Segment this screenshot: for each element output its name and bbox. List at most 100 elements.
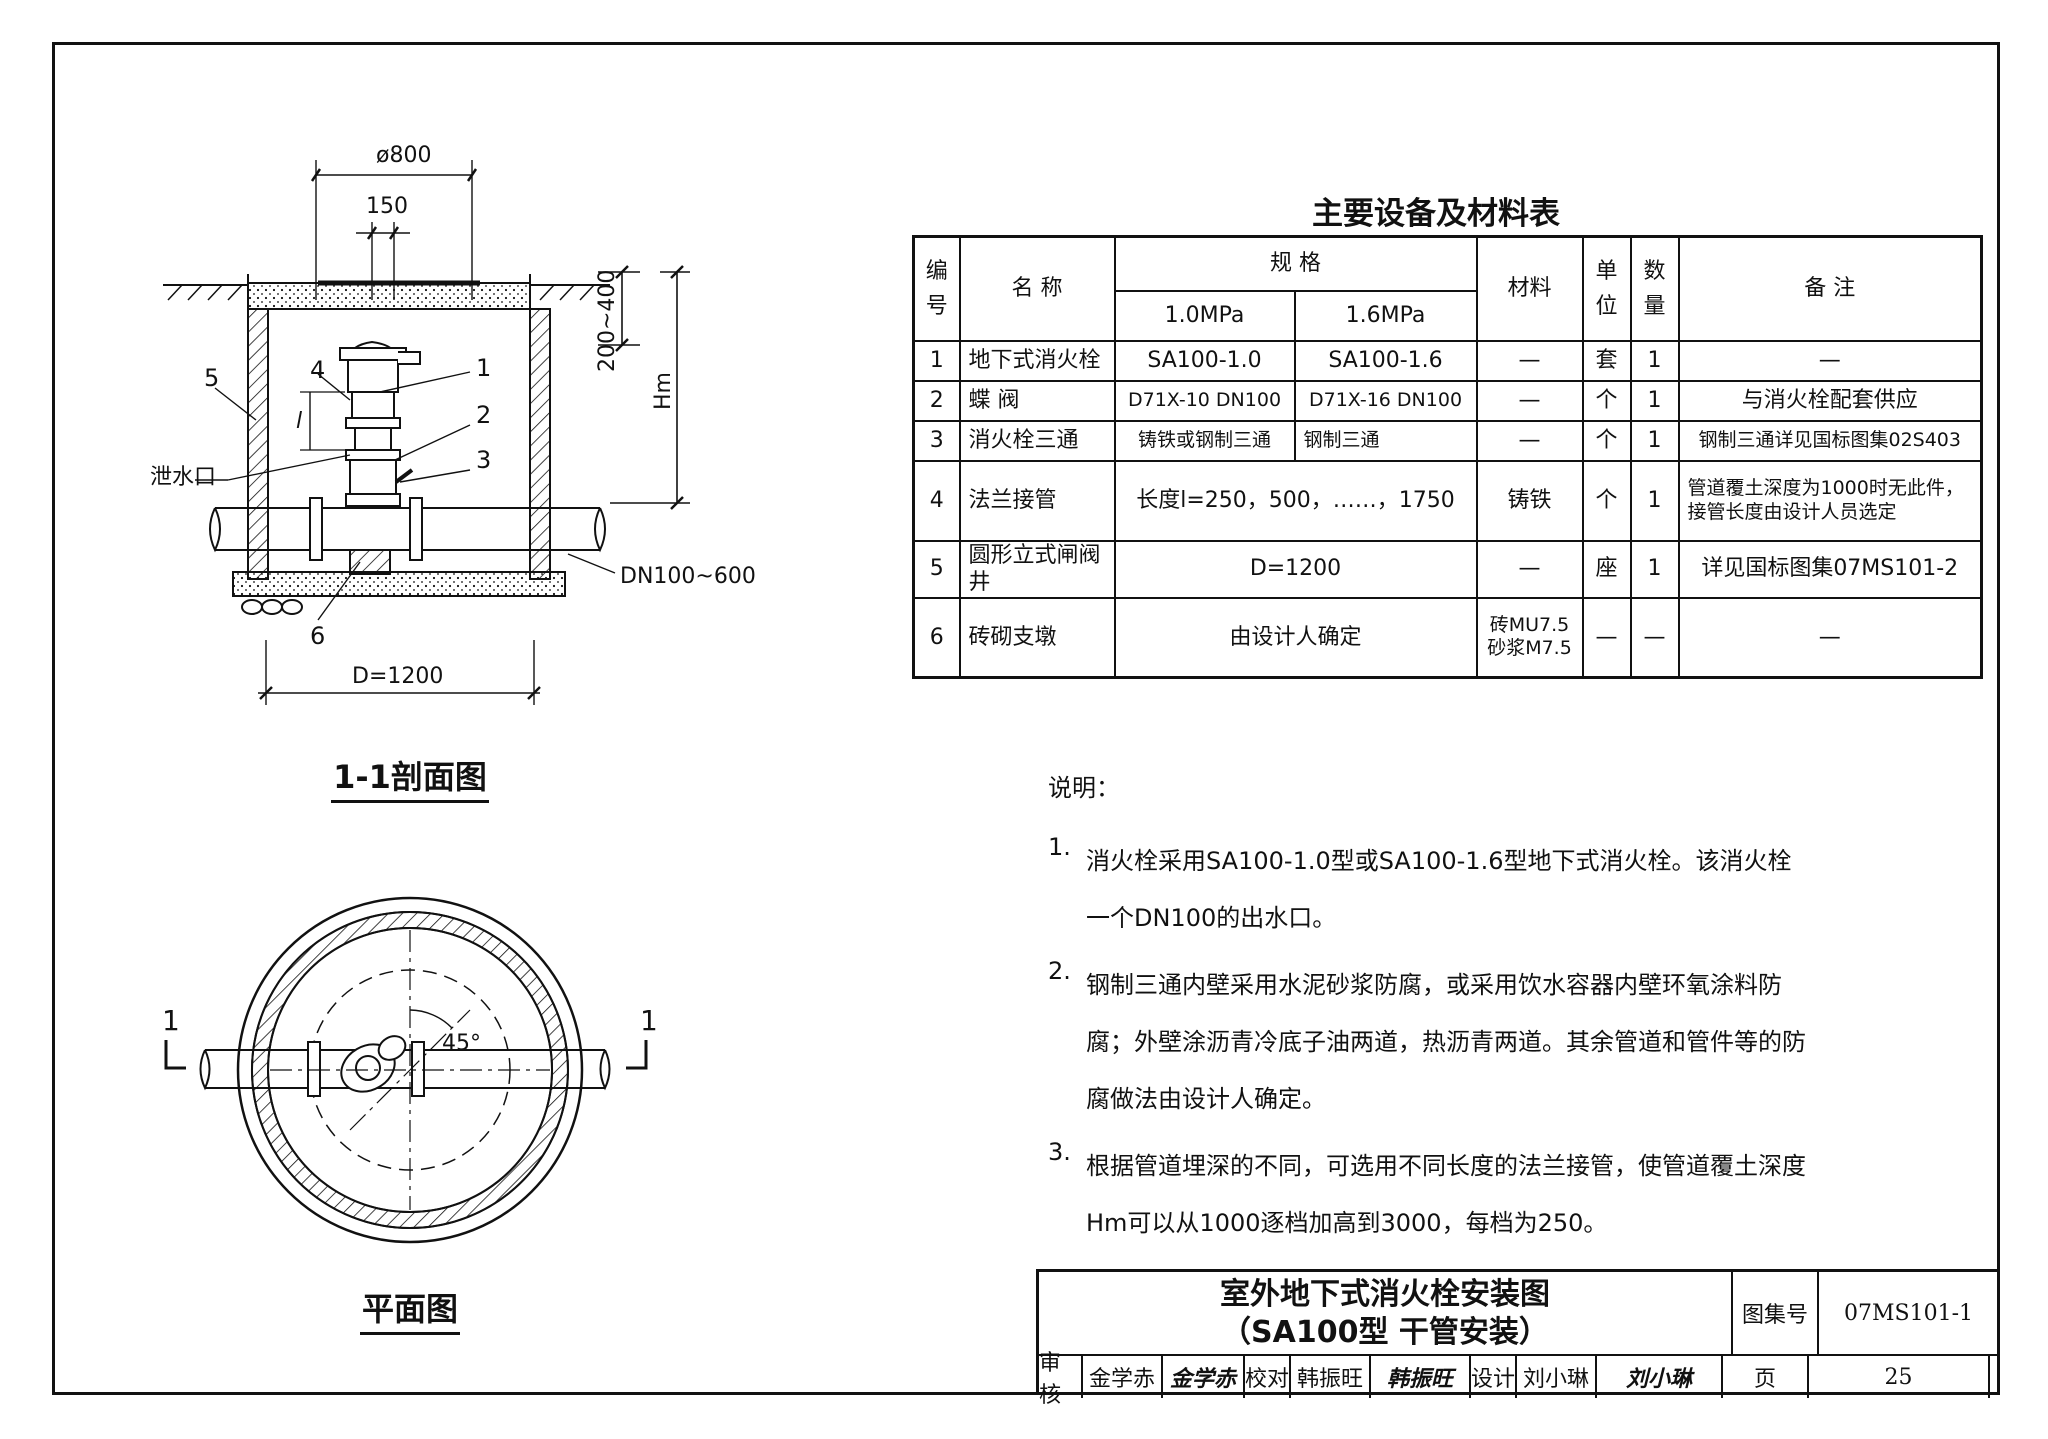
cell-material: 砖MU7.5 砂浆M7.5 xyxy=(1475,596,1584,679)
cell-remark: — xyxy=(1677,339,1983,382)
header-remark: 备 注 xyxy=(1677,235,1983,342)
cell-spec: 长度l=250，500，……，1750 xyxy=(1113,459,1478,542)
cell-unit: — xyxy=(1581,596,1632,679)
cell-qty: 1 xyxy=(1629,459,1680,542)
dim-offset: 150 xyxy=(366,194,408,219)
cell-unit: 套 xyxy=(1581,339,1632,382)
notes-heading: 说明： xyxy=(1048,774,1120,802)
review-label: 审核 xyxy=(1039,1351,1083,1408)
cell-name: 蝶 阀 xyxy=(958,379,1116,422)
angle-label: 45° xyxy=(442,1031,481,1056)
callout-3: 3 xyxy=(476,446,491,474)
cell-spec2: 钢制三通 xyxy=(1293,419,1478,462)
cell-qty: 1 xyxy=(1629,339,1680,382)
cell-no: 5 xyxy=(912,539,961,599)
cell-qty: — xyxy=(1629,596,1680,679)
header-name: 名 称 xyxy=(958,235,1116,342)
cell-spec1: D71X-10 DN100 xyxy=(1113,379,1296,422)
dim-pipe: DN100~600 xyxy=(620,564,756,589)
page-number: 25 xyxy=(1809,1356,1990,1398)
table-row: 6 砖砌支墩 由设计人确定 砖MU7.5 砂浆M7.5 — — — xyxy=(912,596,1983,679)
dim-diameter: D=1200 xyxy=(352,664,443,689)
header-unit: 单位 xyxy=(1581,235,1632,342)
note-number: 3. xyxy=(1048,1138,1071,1166)
atlas-label: 图集号 xyxy=(1733,1272,1819,1356)
cell-unit: 个 xyxy=(1581,419,1632,462)
drain-label: 泄水口 xyxy=(150,465,216,490)
note-item: 2. 钢制三通内壁采用水泥砂浆防腐，或采用饮水容器内壁环氧涂料防腐；外壁涂沥青冷… xyxy=(1048,957,1808,1128)
callout-1: 1 xyxy=(476,354,491,382)
note-text: 根据管道埋深的不同，可选用不同长度的法兰接管，使管道覆土深度Hm可以从1000逐… xyxy=(1086,1152,1806,1237)
plan-view xyxy=(164,896,648,1244)
cell-qty: 1 xyxy=(1629,379,1680,422)
cell-spec2: SA100-1.6 xyxy=(1293,339,1478,382)
cell-remark: — xyxy=(1677,596,1983,679)
cell-name: 砖砌支墩 xyxy=(958,596,1116,679)
cell-spec1: SA100-1.0 xyxy=(1113,339,1296,382)
table-row: 3 消火栓三通 铸铁或钢制三通 钢制三通 — 个 1 钢制三通详见国标图集02S… xyxy=(912,419,1983,462)
designer-name: 刘小琳 xyxy=(1517,1356,1597,1398)
atlas-number: 07MS101-1 xyxy=(1819,1272,2000,1356)
cell-spec: 由设计人确定 xyxy=(1113,596,1478,679)
header-material: 材料 xyxy=(1475,235,1584,342)
cell-remark: 管道覆土深度为1000时无此件，接管长度由设计人员选定 xyxy=(1677,459,1983,542)
callout-2: 2 xyxy=(476,401,491,429)
dim-outer-diameter: ø800 xyxy=(376,143,431,168)
reviewer-name: 金学赤 xyxy=(1083,1356,1163,1398)
cell-no: 2 xyxy=(912,379,961,422)
note-number: 2. xyxy=(1048,957,1071,985)
note-item: 1. 消火栓采用SA100-1.0型或SA100-1.6型地下式消火栓。该消火栓… xyxy=(1048,833,1808,947)
checker-signature: 韩振旺 xyxy=(1371,1356,1471,1398)
cell-qty: 1 xyxy=(1629,539,1680,599)
check-label: 校对 xyxy=(1245,1356,1291,1398)
section-view xyxy=(163,160,690,705)
note-item: 3. 根据管道埋深的不同，可选用不同长度的法兰接管，使管道覆土深度Hm可以从10… xyxy=(1048,1138,1808,1252)
drawing-frame xyxy=(52,42,2000,1395)
cell-material: — xyxy=(1475,419,1584,462)
cell-remark: 钢制三通详见国标图集02S403 xyxy=(1677,419,1983,462)
length-symbol: l xyxy=(296,409,302,434)
page-label: 页 xyxy=(1723,1356,1809,1398)
title-line-1: 室外地下式消火栓安装图 xyxy=(1220,1277,1550,1312)
cell-spec: D=1200 xyxy=(1113,539,1478,599)
header-spec-2: 1.6MPa xyxy=(1293,289,1478,342)
cell-no: 3 xyxy=(912,419,961,462)
note-text: 钢制三通内壁采用水泥砂浆防腐，或采用饮水容器内壁环氧涂料防腐；外壁涂沥青冷底子油… xyxy=(1086,971,1806,1113)
cell-no: 1 xyxy=(912,339,961,382)
design-label: 设计 xyxy=(1471,1356,1517,1398)
cell-unit: 座 xyxy=(1581,539,1632,599)
table-title: 主要设备及材料表 xyxy=(1312,196,1560,232)
cell-material: — xyxy=(1475,379,1584,422)
designer-signature: 刘小琳 xyxy=(1597,1356,1723,1398)
table-row: 4 法兰接管 长度l=250，500，……，1750 铸铁 个 1 管道覆土深度… xyxy=(912,459,1983,542)
dim-hm: Hm xyxy=(651,372,676,410)
cell-material: 铸铁 xyxy=(1475,459,1584,542)
cell-qty: 1 xyxy=(1629,419,1680,462)
callout-4: 4 xyxy=(310,356,325,384)
dim-depth-range: 200~400 xyxy=(595,270,620,372)
header-no: 编号 xyxy=(912,235,961,342)
cell-remark: 与消火栓配套供应 xyxy=(1677,379,1983,422)
note-number: 1. xyxy=(1048,833,1071,861)
header-spec-1: 1.0MPa xyxy=(1113,289,1296,342)
section-mark-right: 1 xyxy=(640,1004,658,1037)
plan-view-title: 平面图 xyxy=(330,1284,490,1335)
checker-name: 韩振旺 xyxy=(1291,1356,1371,1398)
cell-name: 法兰接管 xyxy=(958,459,1116,542)
cell-name: 地下式消火栓 xyxy=(958,339,1116,382)
drawing-title: 室外地下式消火栓安装图 （SA100型 干管安装） xyxy=(1039,1272,1733,1356)
reviewer-signature: 金学赤 xyxy=(1163,1356,1245,1398)
cell-no: 4 xyxy=(912,459,961,542)
table-row: 1 地下式消火栓 SA100-1.0 SA100-1.6 — 套 1 — xyxy=(912,339,1983,382)
title-block: 室外地下式消火栓安装图 （SA100型 干管安装） 图集号 07MS101-1 … xyxy=(1036,1269,2000,1408)
signature-row: 审核 金学赤 金学赤 校对 韩振旺 韩振旺 设计 刘小琳 刘小琳 页 25 xyxy=(1039,1351,1990,1408)
cell-material: — xyxy=(1475,339,1584,382)
notes: 说明： 1. 消火栓采用SA100-1.0型或SA100-1.6型地下式消火栓。… xyxy=(1048,768,1808,1262)
cell-spec2: D71X-16 DN100 xyxy=(1293,379,1478,422)
cell-no: 6 xyxy=(912,596,961,679)
cell-remark: 详见国标图集07MS101-2 xyxy=(1677,539,1983,599)
note-text: 消火栓采用SA100-1.0型或SA100-1.6型地下式消火栓。该消火栓一个D… xyxy=(1086,847,1792,932)
cell-name: 消火栓三通 xyxy=(958,419,1116,462)
callout-6: 6 xyxy=(310,622,325,650)
